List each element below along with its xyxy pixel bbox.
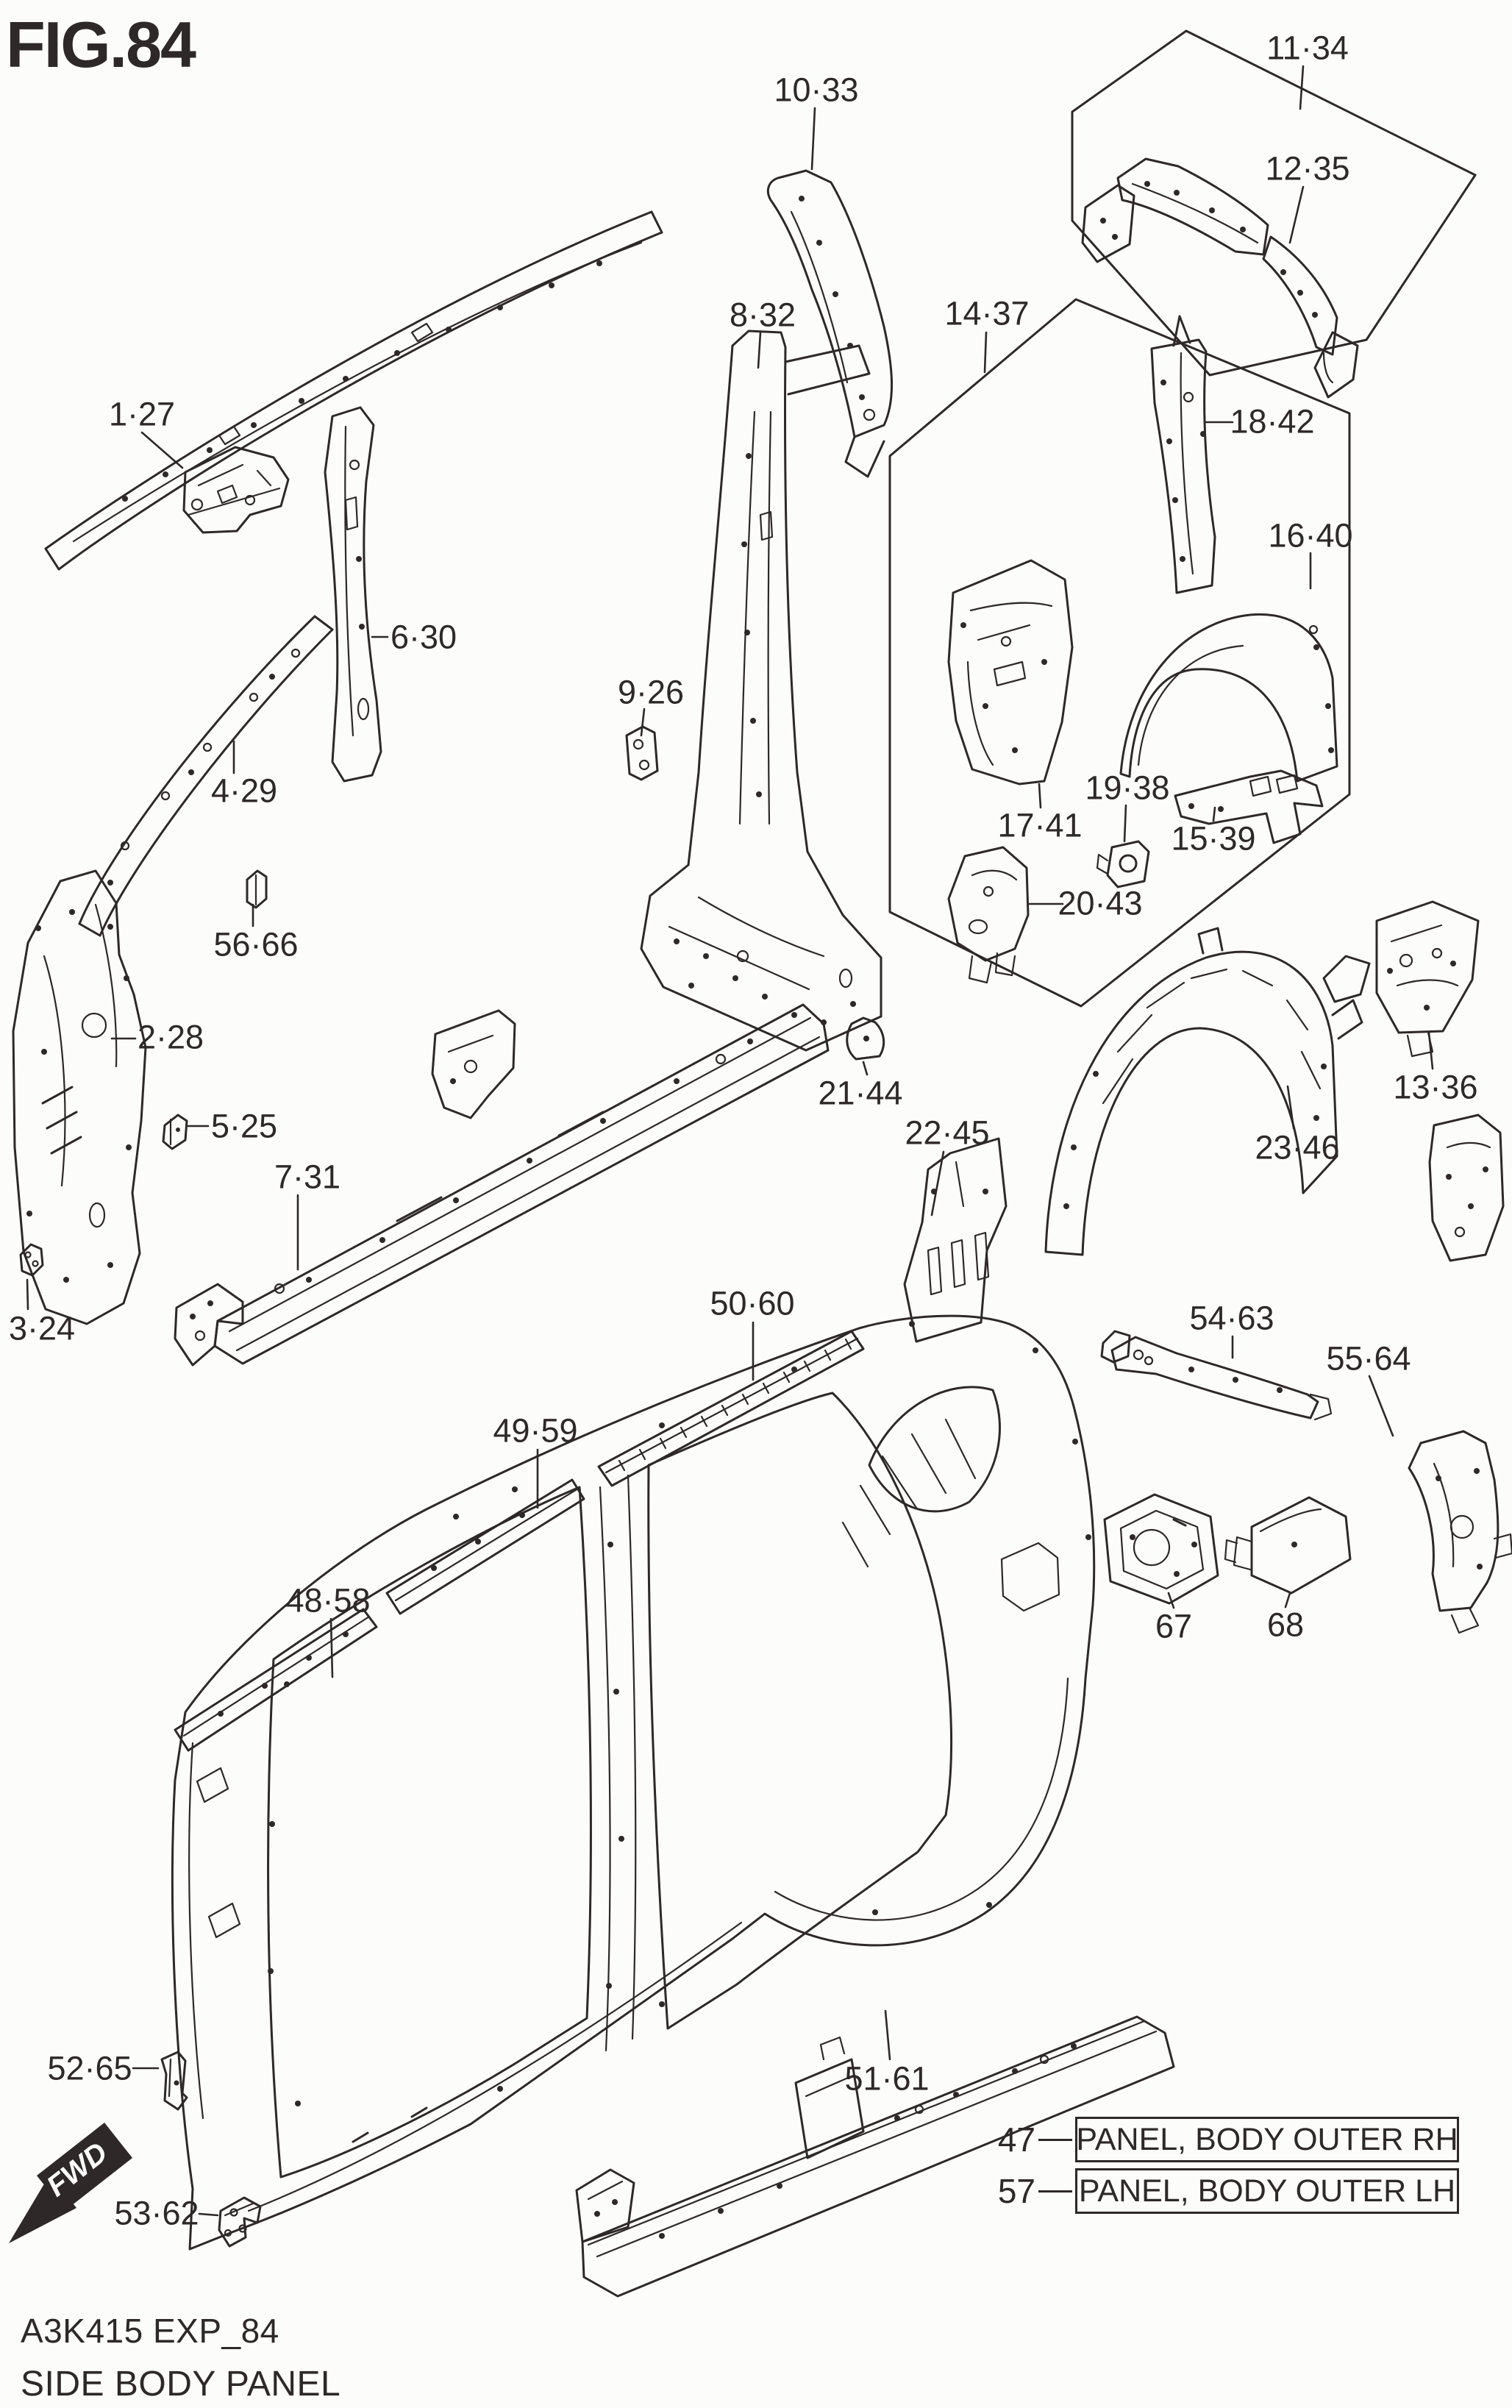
callout-51-61: 51·61 — [844, 2059, 930, 2098]
callout-48-58: 48·58 — [285, 1581, 371, 1620]
callout-68: 68 — [1266, 1606, 1305, 1644]
bracket-1-27-drawing — [182, 446, 290, 534]
callout-49-59: 49·59 — [493, 1411, 578, 1450]
callout-21-44: 21·44 — [818, 1074, 903, 1112]
legend-row-47: 47 PANEL, BODY OUTER RH — [990, 2117, 1459, 2162]
legend-dash-57 — [1038, 2190, 1072, 2193]
callout-3-24: 3·24 — [8, 1309, 76, 1347]
callout-20-43: 20·43 — [1058, 884, 1143, 922]
legend: 47 PANEL, BODY OUTER RH 57 PANEL, BODY O… — [990, 2117, 1459, 2214]
callout-9-26: 9·26 — [617, 673, 685, 711]
fwd-arrowhead-icon — [9, 2174, 76, 2243]
callout-10-33: 10·33 — [774, 71, 859, 109]
callout-7-31: 7·31 — [274, 1158, 341, 1196]
callout-18-42: 18·42 — [1230, 402, 1315, 441]
clip-5-25-drawing — [162, 1114, 188, 1150]
figure-title: FIG.84 — [6, 8, 196, 81]
roof-rail-49-59-drawing — [385, 1478, 585, 1615]
callout-55-64: 55·64 — [1326, 1339, 1411, 1378]
wheel-house-outer-23-46-drawing — [1044, 927, 1371, 1256]
footer-caption: SIDE BODY PANEL — [21, 2365, 341, 2404]
callout-22-45: 22·45 — [905, 1114, 990, 1152]
group-box-14-37 — [888, 298, 1351, 1008]
nut-3-24-drawing — [19, 1243, 44, 1277]
a-pillar-rail-4-29-drawing — [78, 615, 334, 937]
callout-16-40: 16·40 — [1268, 516, 1353, 555]
callout-8-32: 8·32 — [729, 296, 796, 334]
hook-21-44-drawing — [846, 1016, 885, 1061]
legend-box-rh: PANEL, BODY OUTER RH — [1075, 2117, 1459, 2162]
legend-ref-57: 57 — [997, 2172, 1035, 2210]
callout-54-63: 54·63 — [1189, 1299, 1274, 1337]
rocker-outer-51-61-drawing — [575, 2015, 1175, 2298]
fuel-lid-opening-67-drawing — [1103, 1493, 1219, 1605]
callout-14-37: 14·37 — [944, 294, 1030, 332]
callout-67: 67 — [1155, 1607, 1193, 1645]
callout-2-28: 2·28 — [137, 1018, 204, 1056]
callout-1-27: 1·27 — [108, 395, 176, 433]
callout-13-36: 13·36 — [1393, 1068, 1478, 1106]
callout-19-38: 19·38 — [1085, 769, 1170, 807]
footer-code: A3K415 EXP_84 — [21, 2312, 279, 2350]
legend-dash-47 — [1038, 2138, 1072, 2141]
legend-ref-47: 47 — [997, 2120, 1035, 2159]
main-outer-panel-drawing — [171, 1314, 1096, 2251]
rear-rail-54-63-drawing — [1100, 1330, 1333, 1421]
front-pillar-lower-2-28-drawing — [12, 869, 147, 1325]
fuel-lid-68-drawing — [1224, 1496, 1352, 1595]
roof-rail-48-58-drawing — [174, 1608, 378, 1752]
clip-52-65-drawing — [160, 2051, 188, 2111]
callout-17-41: 17·41 — [997, 806, 1083, 844]
callout-5-25: 5·25 — [210, 1107, 278, 1145]
roof-rail-50-60-drawing — [597, 1330, 865, 1487]
sill-inner-7-31-drawing — [174, 1003, 830, 1367]
block-56-66-drawing — [246, 869, 268, 909]
b-pillar-inner-6-30-drawing — [324, 406, 382, 783]
front-pillar-brace-10-33-drawing — [766, 169, 893, 478]
callout-12-35: 12·35 — [1265, 149, 1350, 188]
leader-lines — [26, 65, 1434, 2217]
callout-11-34: 11·34 — [1266, 29, 1349, 67]
bracket-13-36-drawing — [1375, 900, 1505, 1262]
callout-15-39: 15·39 — [1171, 819, 1256, 858]
center-pillar-outer-8-32-drawing — [640, 330, 882, 1052]
footer: A3K415 EXP_84 SIDE BODY PANEL — [21, 2311, 340, 2404]
callout-4-29: 4·29 — [210, 772, 278, 810]
callout-56-66: 56·66 — [213, 925, 299, 963]
roof-side-rail-inner-drawing — [44, 210, 663, 571]
legend-row-57: 57 PANEL, BODY OUTER LH — [990, 2168, 1459, 2214]
legend-box-lh: PANEL, BODY OUTER LH — [1075, 2168, 1459, 2214]
extension-55-64-drawing — [1408, 1430, 1512, 1634]
callout-23-46: 23·46 — [1255, 1128, 1340, 1166]
callout-50-60: 50·60 — [710, 1284, 795, 1322]
bracket-53-62-drawing — [218, 2196, 262, 2248]
callout-6-30: 6·30 — [390, 618, 457, 656]
group-box-11-34 — [1071, 29, 1477, 399]
callout-52-65: 52·65 — [47, 2049, 132, 2087]
callout-53-62: 53·62 — [114, 2194, 199, 2232]
